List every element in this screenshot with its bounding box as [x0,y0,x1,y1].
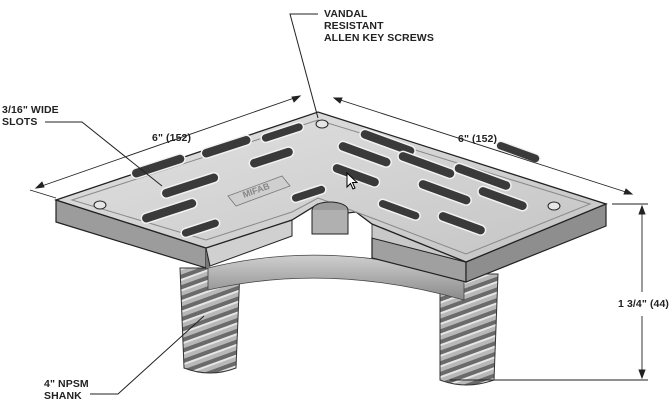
screws-label: VANDAL RESISTANT ALLEN KEY SCREWS [324,8,434,44]
leader-lines [45,13,319,395]
dimension-lines [29,95,648,381]
screws-label-line1: VANDAL [324,8,368,20]
screw-heads [93,119,561,211]
left-shank [179,267,241,374]
shank-label: 4" NPSM SHANK [44,378,89,402]
dimension-height: 1 3/4" (44) [618,298,669,310]
screws-label-line2: RESISTANT [324,20,384,32]
slots-label-line2: SLOTS [2,116,38,128]
slots-left [130,121,327,239]
slots-right [331,128,541,236]
dimension-right-width: 6" (152) [458,133,498,145]
dimension-left-width: 6" (152) [152,132,192,144]
shank-label-line2: SHANK [44,390,82,402]
shank-label-line1: 4" NPSM [44,378,89,390]
screws-label-line3: ALLEN KEY SCREWS [324,32,434,44]
slots-label-line1: 3/16" WIDE [2,104,59,116]
slots-label: 3/16" WIDE SLOTS [2,104,59,128]
mouse-cursor-icon [346,172,358,190]
